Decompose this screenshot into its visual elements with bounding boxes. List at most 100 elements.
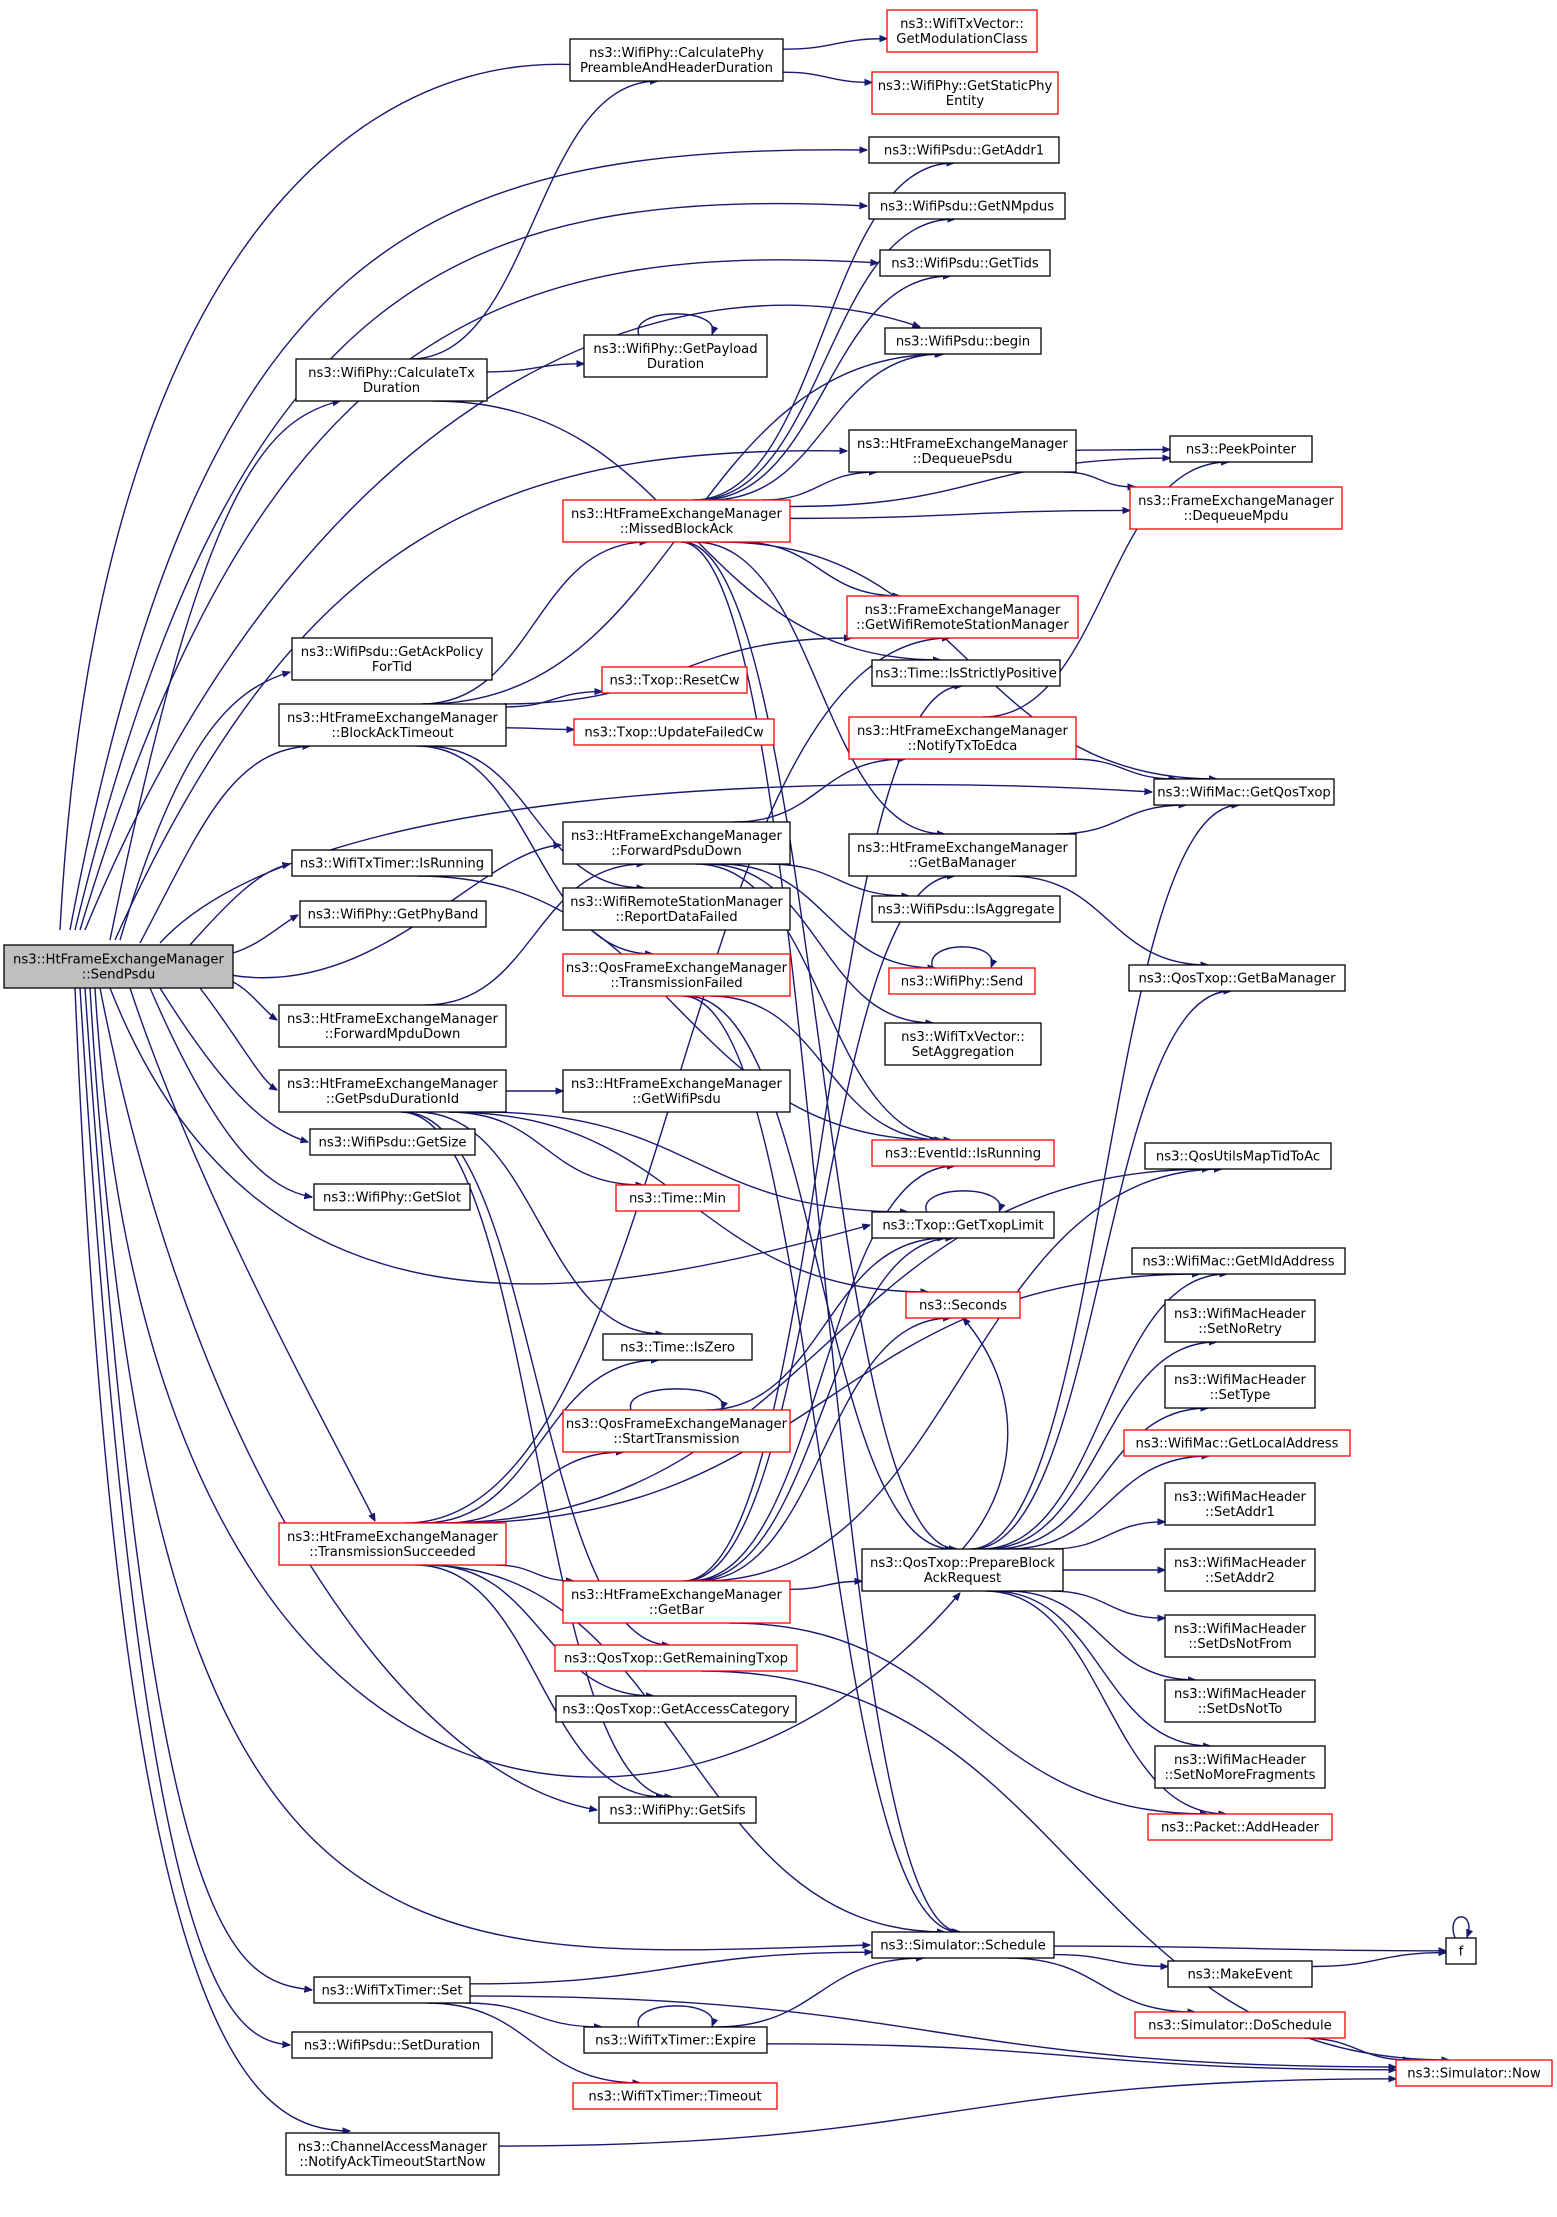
node-box [868,192,1066,220]
node-peekPointer[interactable]: ns3::PeekPointer [1169,435,1313,463]
node-getSlot[interactable]: ns3::WifiPhy::GetSlot [313,1183,471,1211]
node-getPsduDurId[interactable]: ns3::HtFrameExchangeManager::GetPsduDura… [278,1069,507,1113]
edge-missedBA-to-schedule [680,541,961,1932]
node-transFailed[interactable]: ns3::QosFrameExchangeManager::Transmissi… [562,953,791,997]
node-getAccessCategory[interactable]: ns3::QosTxop::GetAccessCategory [555,1695,797,1723]
node-reportDataFailed[interactable]: ns3::WifiRemoteStationManager::ReportDat… [562,887,791,931]
node-setDuration[interactable]: ns3::WifiPsdu::SetDuration [291,2031,493,2059]
node-notifyTxToEdca[interactable]: ns3::HtFrameExchangeManager::NotifyTxToE… [848,716,1077,760]
node-label: ns3::MakeEvent [1187,1968,1292,1983]
node-makeEvent[interactable]: ns3::MakeEvent [1167,1960,1313,1988]
node-getBaManager[interactable]: ns3::HtFrameExchangeManager::GetBaManage… [848,833,1077,877]
node-label: ns3::HtFrameExchangeManager [13,953,224,968]
node-missedBA[interactable]: ns3::HtFrameExchangeManager::MissedBlock… [562,499,791,543]
node-setAddr2[interactable]: ns3::WifiMacHeader::SetAddr2 [1164,1548,1316,1592]
node-getTxopLimit[interactable]: ns3::Txop::GetTxopLimit [871,1211,1055,1239]
node-seconds[interactable]: ns3::Seconds [905,1291,1021,1319]
node-getModClass[interactable]: ns3::WifiTxVector::GetModulationClass [886,9,1038,53]
node-txTimerExpire[interactable]: ns3::WifiTxTimer::Expire [583,2026,768,2054]
node-txTimerSet[interactable]: ns3::WifiTxTimer::Set [313,1976,471,2004]
edge-txTimerExpire-to-simNow [766,2043,1396,2070]
node-label: ::GetBar [649,1603,705,1618]
node-blockAckTimeout[interactable]: ns3::HtFrameExchangeManager::BlockAckTim… [278,703,507,747]
node-getNMpdus[interactable]: ns3::WifiPsdu::GetNMpdus [868,192,1066,220]
node-qosGetBaManager[interactable]: ns3::QosTxop::GetBaManager [1128,964,1346,992]
node-getRemainingTxop[interactable]: ns3::QosTxop::GetRemainingTxop [554,1644,798,1672]
node-doSchedule[interactable]: ns3::Simulator::DoSchedule [1134,2011,1346,2039]
node-transSucceeded[interactable]: ns3::HtFrameExchangeManager::Transmissio… [278,1522,507,1566]
node-getSize[interactable]: ns3::WifiPsdu::GetSize [309,1128,476,1156]
node-psduBegin[interactable]: ns3::WifiPsdu::begin [884,327,1042,355]
edge-fwdPsduDown-to-eventIsRunning [695,863,951,1140]
node-setDsNotTo[interactable]: ns3::WifiMacHeader::SetDsNotTo [1164,1679,1316,1723]
edge-blockAckTimeout-to-resetCw [505,692,602,708]
node-setNoRetry[interactable]: ns3::WifiMacHeader::SetNoRetry [1164,1299,1316,1343]
node-timeIsZero[interactable]: ns3::Time::IsZero [602,1333,753,1361]
node-label: ns3::HtFrameExchangeManager [287,1077,498,1092]
node-schedule[interactable]: ns3::Simulator::Schedule [871,1931,1055,1959]
node-notifyAckTimeout[interactable]: ns3::ChannelAccessManager::NotifyAckTime… [285,2132,500,2176]
node-isStrictlyPos[interactable]: ns3::Time::IsStrictlyPositive [871,659,1061,687]
node-box [1395,2059,1553,2087]
node-box [554,1644,798,1672]
node-getWifiPsdu[interactable]: ns3::HtFrameExchangeManager::GetWifiPsdu [562,1069,791,1113]
node-label: ns3::Time::IsZero [620,1341,735,1356]
edge-root-to-psduBegin [84,304,920,931]
node-getSifs[interactable]: ns3::WifiPhy::GetSifs [598,1796,757,1824]
node-txTimerTimeout[interactable]: ns3::WifiTxTimer::Timeout [572,2082,778,2110]
node-timeMin[interactable]: ns3::Time::Min [615,1184,740,1212]
node-updateFailedCw[interactable]: ns3::Txop::UpdateFailedCw [573,718,775,746]
edge-fwdMpduDown-to-fwdPsduDown [425,864,644,1006]
node-label: ::TransmissionFailed [610,976,742,991]
node-getPhyBand[interactable]: ns3::WifiPhy::GetPhyBand [299,900,487,928]
node-setAggregation[interactable]: ns3::WifiTxVector::SetAggregation [884,1022,1042,1066]
node-getLocalAddress[interactable]: ns3::WifiMac::GetLocalAddress [1123,1429,1351,1457]
edge-root-to-dequeuePsdu [114,451,847,941]
node-label: ::NotifyAckTimeoutStartNow [299,2155,486,2170]
node-dequeuePsdu[interactable]: ns3::HtFrameExchangeManager::DequeuePsdu [848,429,1077,473]
node-resetCw[interactable]: ns3::Txop::ResetCw [601,666,748,694]
edge-missedBA-to-dequeueMpdu [789,510,1130,520]
node-box [1164,1679,1316,1723]
node-getMldAddress[interactable]: ns3::WifiMac::GetMldAddress [1131,1247,1346,1275]
node-fwdPsduDown[interactable]: ns3::HtFrameExchangeManager::ForwardPsdu… [562,821,791,865]
node-fwdMpduDown[interactable]: ns3::HtFrameExchangeManager::ForwardMpdu… [278,1004,507,1048]
node-getWRSM[interactable]: ns3::FrameExchangeManager::GetWifiRemote… [846,595,1079,639]
edge-prepareBAR-to-setDsNotFrom [1050,1590,1165,1618]
edge-prepareBAR-to-qosGetBaManager [972,991,1231,1550]
node-getBar[interactable]: ns3::HtFrameExchangeManager::GetBar [562,1580,791,1624]
node-startTransmission[interactable]: ns3::QosFrameExchangeManager::StartTrans… [562,1409,791,1453]
node-eventIsRunning[interactable]: ns3::EventId::IsRunning [871,1139,1055,1167]
edge-root-to-txTimerIsRunning [189,864,290,946]
node-addHeader[interactable]: ns3::Packet::AddHeader [1147,1813,1333,1841]
node-label: ::ForwardMpduDown [325,1027,461,1042]
node-setNoMoreFrag[interactable]: ns3::WifiMacHeader::SetNoMoreFragments [1154,1745,1326,1789]
node-isAggregate[interactable]: ns3::WifiPsdu::IsAggregate [871,895,1061,923]
node-getAddr1[interactable]: ns3::WifiPsdu::GetAddr1 [868,136,1060,164]
node-setType[interactable]: ns3::WifiMacHeader::SetType [1164,1365,1316,1409]
node-calcPhyPre[interactable]: ns3::WifiPhy::CalculatePhyPreambleAndHea… [569,38,784,82]
node-qosMapTidToAc[interactable]: ns3::QosUtilsMapTidToAc [1144,1142,1332,1170]
node-macGetQosTxop[interactable]: ns3::WifiMac::GetQosTxop [1153,778,1335,806]
node-setDsNotFrom[interactable]: ns3::WifiMacHeader::SetDsNotFrom [1164,1614,1316,1658]
node-box [278,703,507,747]
edge-getBar-to-addHeader [729,1622,1207,1814]
node-phySend[interactable]: ns3::WifiPhy::Send [888,967,1036,995]
node-simNow[interactable]: ns3::Simulator::Now [1395,2059,1553,2087]
node-setAddr1[interactable]: ns3::WifiMacHeader::SetAddr1 [1164,1482,1316,1526]
node-getTids[interactable]: ns3::WifiPsdu::GetTids [879,249,1051,277]
node-label: ns3::WifiPhy::GetSifs [609,1804,745,1819]
edge-transSucceeded-to-startTransmission [445,1452,623,1524]
node-f[interactable]: f [1445,1937,1477,1965]
node-label: ns3::WifiTxTimer::IsRunning [300,857,484,872]
node-txTimerIsRunning[interactable]: ns3::WifiTxTimer::IsRunning [291,849,493,877]
node-label: ::SetAddr1 [1205,1505,1275,1520]
node-box [884,1022,1042,1066]
node-box [886,9,1038,53]
node-dequeueMpdu[interactable]: ns3::FrameExchangeManager::DequeueMpdu [1129,486,1343,530]
